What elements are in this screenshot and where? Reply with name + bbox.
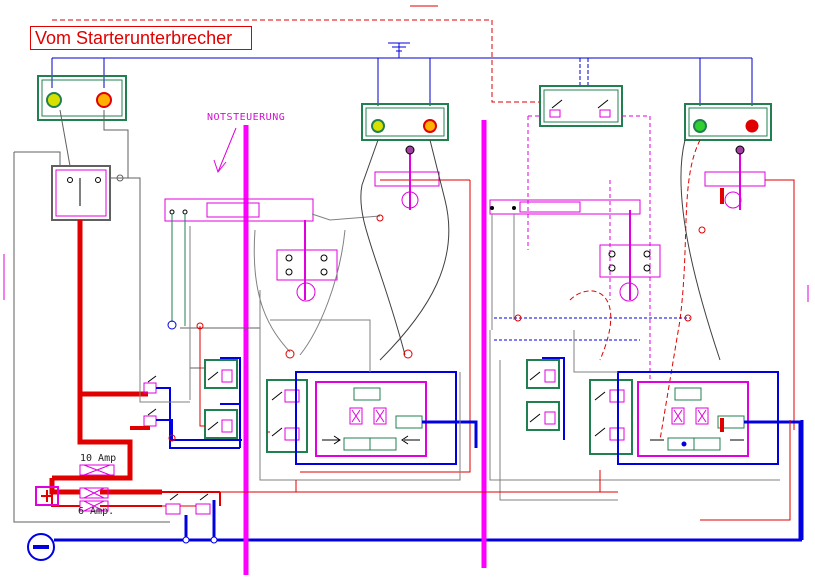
top-dashed-line bbox=[52, 19, 540, 103]
lamp-green-right bbox=[693, 119, 707, 133]
breakers-bottom-left bbox=[162, 491, 221, 544]
lamp-red-right bbox=[745, 119, 759, 133]
side-ticks bbox=[3, 254, 809, 302]
notsteuerung-arrow bbox=[213, 127, 237, 174]
fuse-10-amp bbox=[79, 464, 115, 476]
lamp-panel-left bbox=[37, 75, 127, 121]
ground-bus-bottom bbox=[54, 420, 804, 542]
source-label: Vom Starterunterbrecher bbox=[30, 26, 252, 50]
battery-negative-symbol bbox=[27, 533, 55, 561]
lamp-panel-right bbox=[684, 103, 772, 141]
mechanism-right-top bbox=[698, 145, 795, 430]
fuse-6-amp bbox=[79, 487, 109, 512]
contactor-panel-middle bbox=[295, 371, 478, 465]
ground-bus-top bbox=[51, 57, 753, 106]
contactor-panel-right bbox=[617, 371, 802, 540]
lamp-red-left bbox=[96, 92, 112, 108]
fuse-6-amp-label: 6 Amp. bbox=[78, 506, 115, 517]
fuse-10-amp-label: 10 Amp bbox=[80, 453, 117, 464]
lamp-panel-middle bbox=[361, 103, 449, 141]
relay-group-right bbox=[494, 314, 692, 455]
lamp-yellow-left bbox=[46, 92, 62, 108]
switches-left bbox=[130, 375, 242, 449]
fuse-block-left bbox=[35, 486, 59, 506]
lamp-red-middle bbox=[423, 119, 437, 133]
power-wires-bottom bbox=[220, 420, 791, 521]
mechanism-right bbox=[489, 139, 721, 441]
mechanism-middle-top bbox=[285, 139, 471, 473]
emergency-control-label: NOTSTEUERUNG bbox=[207, 112, 286, 123]
relay-pair-top bbox=[527, 85, 651, 380]
interconnect-wires bbox=[139, 226, 780, 501]
ground-symbol-top bbox=[388, 42, 410, 58]
relay-group-middle bbox=[266, 371, 318, 453]
mechanism-left bbox=[164, 198, 381, 356]
lamp-yellow-middle bbox=[371, 119, 385, 133]
